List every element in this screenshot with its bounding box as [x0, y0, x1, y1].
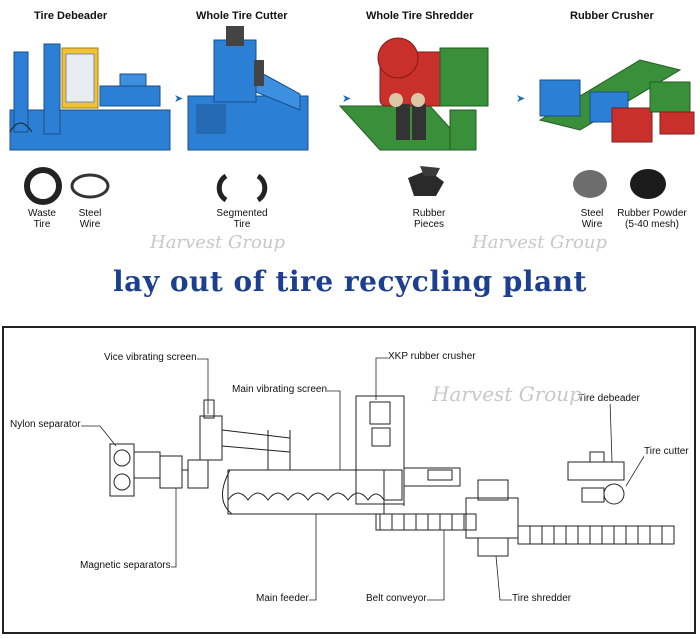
page-title: lay out of tire recycling plant [113, 265, 587, 298]
label-magnetic-separators: Magnetic separators [80, 560, 171, 571]
waste-tire-sample [24, 167, 62, 205]
flow-arrow-icon: ➤ [516, 93, 526, 105]
tire-debeader-machine [9, 43, 171, 151]
steel-wire-fine-sample [573, 170, 607, 198]
watermark-logo: Harvest Group [472, 232, 607, 253]
stage-title-rubber-crusher: Rubber Crusher [570, 10, 654, 22]
watermark-logo: Harvest Group [432, 382, 582, 406]
rubber-powder-sample [630, 169, 666, 199]
stage-title-whole-tire-shredder: Whole Tire Shredder [366, 10, 474, 22]
label-tire-shredder: Tire shredder [512, 593, 572, 604]
product-label-rubber-powder: Rubber Powder(5-40 mesh) [617, 208, 687, 230]
segmented-tire-sample [216, 173, 268, 203]
flow-arrow-icon: ➤ [174, 93, 184, 105]
watermark-logo: Harvest Group [150, 232, 285, 253]
stage-title-tire-debeader: Tire Debeader [34, 10, 108, 22]
label-main-feeder: Main feeder [256, 593, 309, 604]
rubber-crusher-machine [538, 59, 695, 143]
process-illustrations [9, 26, 695, 205]
layout-diagram [2, 326, 696, 634]
flow-arrow-icon: ➤ [342, 93, 352, 105]
label-main-vibrating-screen: Main vibrating screen [232, 384, 328, 395]
label-tire-debeader: Tire debeader [578, 393, 640, 404]
rubber-pieces-sample [408, 166, 444, 196]
label-belt-conveyor: Belt conveyor [366, 593, 427, 604]
label-nylon-separator: Nylon separator [10, 419, 81, 430]
steel-wire-sample [70, 173, 110, 199]
whole-tire-shredder-machine [338, 37, 489, 151]
stage-title-whole-tire-cutter: Whole Tire Cutter [196, 10, 288, 22]
label-xkp-rubber-crusher: XKP rubber crusher [388, 351, 476, 362]
label-tire-cutter: Tire cutter [644, 446, 689, 457]
label-vice-vibrating-screen: Vice vibrating screen [104, 352, 197, 363]
whole-tire-cutter-machine [187, 26, 309, 151]
